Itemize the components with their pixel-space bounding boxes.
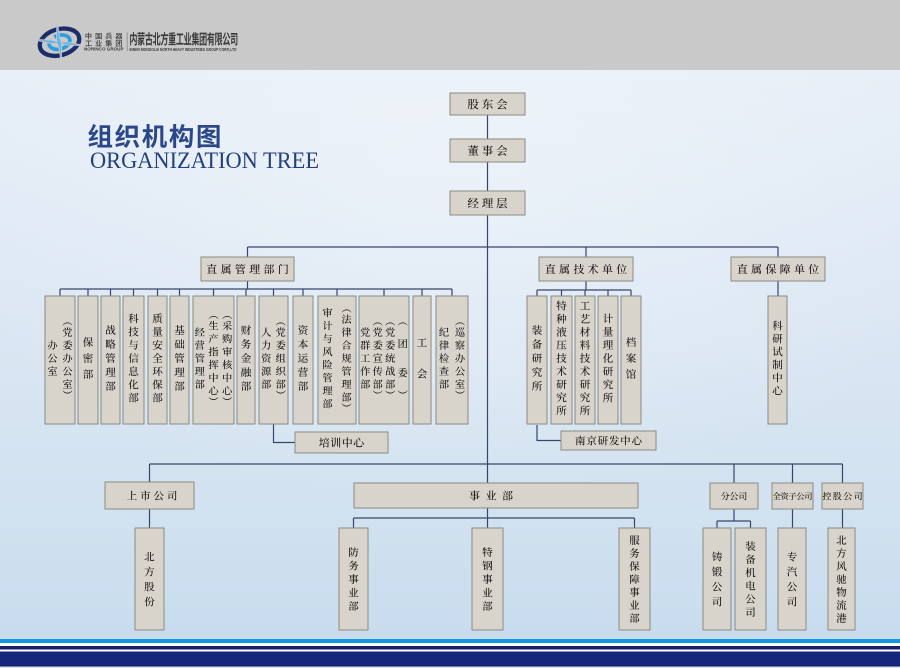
svg-text:ORGANIZATION TREE: ORGANIZATION TREE: [90, 148, 319, 173]
svg-text:INNER MONGOLIA NORTH HEAVY IND: INNER MONGOLIA NORTH HEAVY INDUSTRIES GR…: [130, 47, 237, 53]
svg-text:NORINCO GROUP: NORINCO GROUP: [84, 46, 124, 51]
